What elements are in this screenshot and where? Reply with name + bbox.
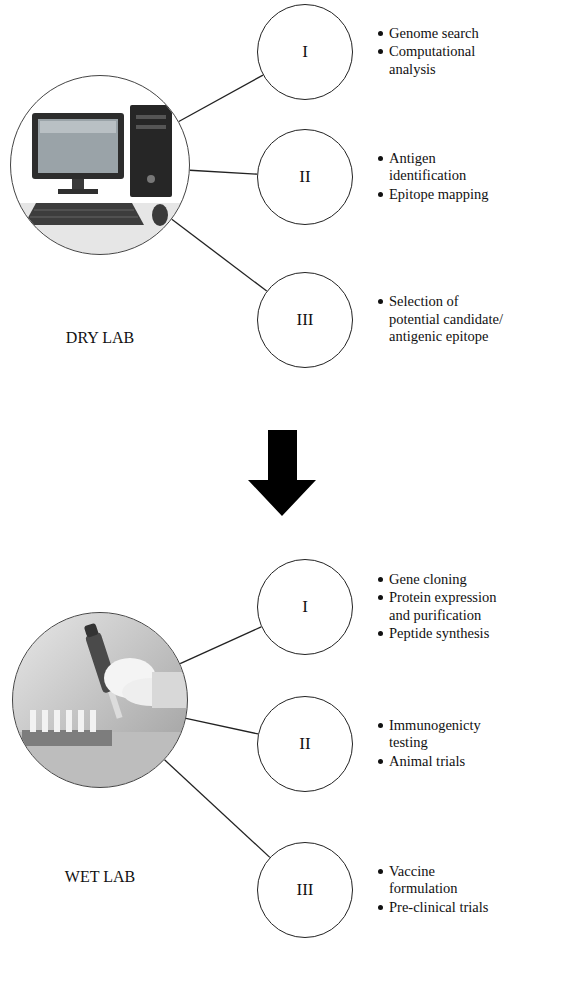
computer-illustration (10, 75, 190, 255)
bullet-item: Animal trials (377, 753, 505, 770)
bullet-item: Selection of potential candidate/ antige… (377, 293, 505, 345)
bullet-text: Pre-clinical trials (389, 899, 488, 915)
bullet-list: Selection of potential candidate/ antige… (377, 293, 505, 346)
bullet-dot (378, 905, 383, 910)
section-label: WET LAB (12, 868, 188, 886)
roman-numeral: III (297, 880, 314, 900)
picture-frame (12, 612, 188, 788)
bullet-dot (378, 869, 383, 874)
bullet-item: Genome search (377, 25, 505, 42)
bullet-item: Antigen identification (377, 150, 505, 185)
lab-picture-node: DRY LAB (10, 75, 190, 347)
roman-numeral: II (299, 167, 310, 187)
bullet-text: Selection of potential candidate/ antige… (389, 293, 503, 344)
bullet-item: Epitope mapping (377, 186, 505, 203)
stage-circle-node: III Vaccine formulationPre-clinical trial… (257, 842, 557, 938)
bullet-item: Immunogenicty testing (377, 717, 505, 752)
stage-circle-node: I Gene cloningProtein expression and puri… (257, 559, 557, 655)
bullet-text: Peptide synthesis (389, 625, 489, 641)
bullet-item: Vaccine formulation (377, 863, 505, 898)
bullet-dot (378, 156, 383, 161)
bullet-list: Antigen identificationEpitope mapping (377, 150, 505, 204)
stage-circle: I (257, 559, 353, 655)
stage-circle-node: II Immunogenicty testingAnimal trials (257, 696, 557, 792)
bullet-item: Computational analysis (377, 43, 505, 78)
bullet-item: Pre-clinical trials (377, 899, 505, 916)
bullet-dot (378, 631, 383, 636)
bullet-text: Vaccine formulation (389, 863, 457, 896)
bullet-text: Computational analysis (389, 43, 475, 76)
bullet-dot (378, 31, 383, 36)
connector-line (180, 627, 261, 664)
roman-numeral: III (297, 310, 314, 330)
bullet-text: Animal trials (389, 753, 465, 769)
bullet-text: Genome search (389, 25, 479, 41)
bullet-dot (378, 577, 383, 582)
bullet-dot (378, 299, 383, 304)
connector-line (190, 170, 257, 174)
stage-circle: II (257, 129, 353, 225)
bullet-item: Peptide synthesis (377, 625, 505, 642)
bullet-text: Protein expression and purification (389, 589, 497, 622)
connector-line (179, 75, 263, 121)
stage-circle-node: III Selection of potential candidate/ ant… (257, 272, 557, 368)
picture-frame (10, 75, 190, 255)
bullet-dot (378, 595, 383, 600)
bullet-list: Vaccine formulationPre-clinical trials (377, 863, 505, 917)
bullet-item: Protein expression and purification (377, 589, 505, 624)
bullet-list: Genome searchComputational analysis (377, 25, 505, 79)
section-label: DRY LAB (10, 329, 190, 347)
roman-numeral: II (299, 734, 310, 754)
bullet-text: Antigen identification (389, 150, 466, 183)
stage-circle: III (257, 272, 353, 368)
bullet-dot (378, 759, 383, 764)
bullet-item: Gene cloning (377, 571, 505, 588)
connector-line (165, 760, 270, 858)
stage-circle: II (257, 696, 353, 792)
bullet-dot (378, 192, 383, 197)
stage-circle-node: I Genome searchComputational analysis (257, 4, 557, 100)
lab-picture-node: WET LAB (12, 612, 188, 886)
stage-circle-node: II Antigen identificationEpitope mapping (257, 129, 557, 225)
bullet-text: Immunogenicty testing (389, 717, 481, 750)
lab-illustration (12, 612, 188, 788)
bullet-list: Gene cloningProtein expression and purif… (377, 571, 505, 644)
bullet-list: Immunogenicty testingAnimal trials (377, 717, 505, 771)
stage-circle: III (257, 842, 353, 938)
bullet-dot (378, 49, 383, 54)
bullet-text: Gene cloning (389, 571, 467, 587)
stage-circle: I (257, 4, 353, 100)
bullet-text: Epitope mapping (389, 186, 488, 202)
connector-line (186, 718, 258, 733)
roman-numeral: I (302, 597, 308, 617)
bullet-dot (378, 723, 383, 728)
roman-numeral: I (302, 42, 308, 62)
connector-line (172, 219, 267, 291)
